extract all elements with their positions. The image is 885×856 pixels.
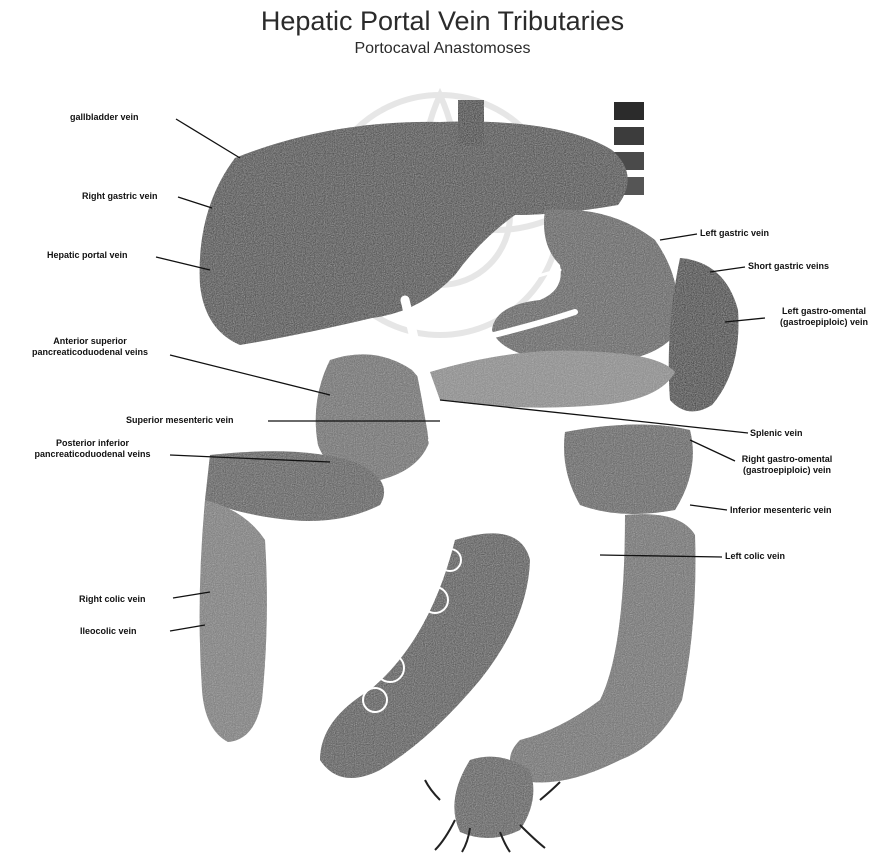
label-anterior-superior-pd-line2: pancreaticoduodenal veins (10, 347, 170, 358)
spleen (669, 258, 739, 411)
label-gallbladder-vein: gallbladder vein (70, 112, 139, 123)
pancreas (430, 351, 675, 408)
label-posterior-inferior-pd-line1: Posterior inferior (10, 438, 175, 449)
label-left-gastro-omental-line2: (gastroepiploic) vein (765, 317, 883, 328)
label-anterior-superior-pd-line1: Anterior superior (10, 336, 170, 347)
transverse-colon-left (564, 424, 693, 514)
label-splenic-vein: Splenic vein (750, 428, 803, 439)
stomach (492, 209, 677, 363)
label-left-gastric-vein: Left gastric vein (700, 228, 769, 239)
label-short-gastric-veins: Short gastric veins (748, 261, 829, 272)
inferior-vena-cava (458, 100, 484, 145)
label-superior-mesenteric-vein: Superior mesenteric vein (126, 415, 234, 426)
label-right-colic-vein: Right colic vein (79, 594, 146, 605)
label-left-colic-vein: Left colic vein (725, 551, 785, 562)
label-right-gastro-omental-line1: Right gastro-omental (728, 454, 846, 465)
label-ileocolic-vein: Ileocolic vein (80, 626, 137, 637)
ascending-colon (200, 500, 267, 742)
label-left-gastro-omental-line1: Left gastro-omental (765, 306, 883, 317)
label-right-gastric-vein: Right gastric vein (82, 191, 158, 202)
small-intestine (320, 533, 530, 778)
label-hepatic-portal-vein: Hepatic portal vein (47, 250, 128, 261)
label-posterior-inferior-pd-line2: pancreaticoduodenal veins (10, 449, 175, 460)
label-inferior-mesenteric-vein: Inferior mesenteric vein (730, 505, 832, 516)
label-right-gastro-omental-line2: (gastroepiploic) vein (728, 465, 846, 476)
